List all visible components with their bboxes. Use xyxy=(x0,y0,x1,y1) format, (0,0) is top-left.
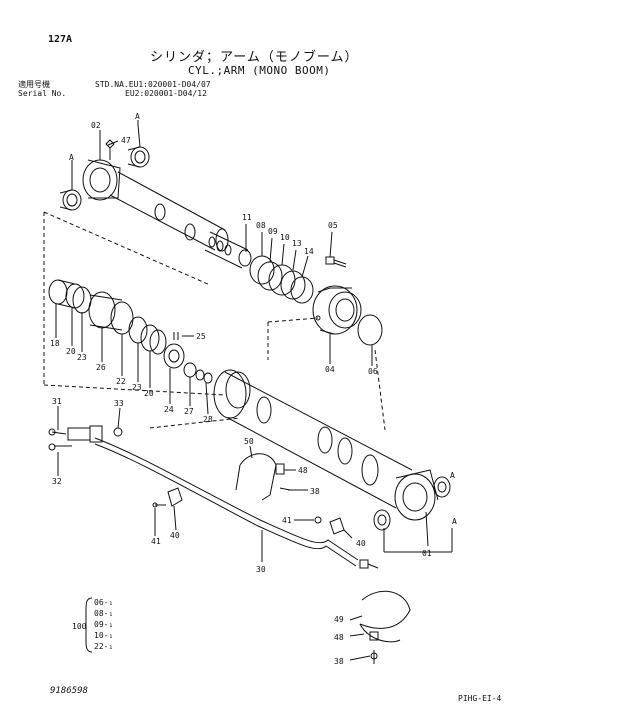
pipe-fitting-left xyxy=(48,425,123,451)
callout-33: 33 xyxy=(114,399,124,408)
title-japanese: シリンダ；アーム（モノブーム） xyxy=(150,50,359,65)
seal-kit-bracket xyxy=(85,597,93,653)
rod-eye-02 xyxy=(82,159,121,201)
seal-kit-item: 22-₁ xyxy=(94,642,114,651)
callout-23-b: 23 xyxy=(132,383,142,392)
callout-02: 02 xyxy=(91,121,101,130)
callout-09: 09 xyxy=(268,227,278,236)
callout-14: 14 xyxy=(304,247,314,256)
assembly-guide-lines xyxy=(43,211,386,431)
grease-pipe-30 xyxy=(94,437,359,567)
clamp-40-right xyxy=(314,516,345,535)
callout-50: 50 xyxy=(244,437,254,446)
callout-18: 18 xyxy=(50,339,60,348)
callout-06: 06 xyxy=(368,367,378,376)
callout-38-b: 38 xyxy=(334,657,344,666)
callout-a-1: A xyxy=(135,112,140,121)
callout-28: 28 xyxy=(203,415,213,424)
callout-40-b: 40 xyxy=(356,539,366,548)
callout-31: 31 xyxy=(52,397,62,406)
bolt-05 xyxy=(325,256,347,268)
seal-kit-number: 100 xyxy=(72,622,87,631)
piston-rod xyxy=(109,171,249,269)
callout-32: 32 xyxy=(52,477,62,486)
callout-13: 13 xyxy=(292,239,302,248)
page-number: 127A xyxy=(48,34,73,45)
callout-48-a: 48 xyxy=(298,466,308,475)
callout-01: 01 xyxy=(422,549,432,558)
callout-05: 05 xyxy=(328,221,338,230)
cylinder-tube-01 xyxy=(213,369,439,521)
callout-20-b: 20 xyxy=(144,389,154,398)
seal-kit-item: 08-₁ xyxy=(94,609,114,618)
grease-fitting-47 xyxy=(105,139,115,160)
callout-22: 22 xyxy=(116,377,126,386)
clamp-40-left xyxy=(152,487,183,508)
callout-41-b: 41 xyxy=(282,516,292,525)
callout-49: 49 xyxy=(334,615,344,624)
callout-24: 24 xyxy=(164,405,174,414)
bushing-lower-right xyxy=(433,476,451,498)
callout-23-a: 23 xyxy=(77,353,87,362)
callout-11: 11 xyxy=(242,213,252,222)
title-english: CYL.;ARM (MONO BOOM) xyxy=(188,64,331,77)
callout-a-2: A xyxy=(69,153,74,162)
callout-a-3: A xyxy=(450,471,455,480)
pipe-clamp-50 xyxy=(235,453,291,501)
applicable-label: 適用号機 xyxy=(18,80,50,89)
callout-20-a: 20 xyxy=(66,347,76,356)
applicable-value: STD.NA.EU1:020001-D04/07 xyxy=(95,80,211,89)
pipe-end-fitting xyxy=(359,559,379,569)
drawing-number: 9186598 xyxy=(50,686,88,696)
leader-lines xyxy=(55,124,429,661)
bushing-lower-left xyxy=(373,509,391,531)
callout-a-4: A xyxy=(452,517,457,526)
seal-kit-item: 10-₁ xyxy=(94,631,114,640)
seal-kit-item: 06-₁ xyxy=(94,598,114,607)
callout-08: 08 xyxy=(256,221,266,230)
section-a-marks xyxy=(71,120,453,553)
callout-47: 47 xyxy=(121,136,131,145)
callout-25: 25 xyxy=(196,332,206,341)
cylinder-head-04 xyxy=(312,285,362,335)
serial-label: Serial No. xyxy=(18,89,67,98)
page-code: PIHG-EI-4 xyxy=(458,694,502,703)
callout-38-a: 38 xyxy=(310,487,320,496)
piston-seal-parts xyxy=(48,279,213,384)
callout-30: 30 xyxy=(256,565,266,574)
bushing-upper-right xyxy=(127,146,150,168)
callout-04: 04 xyxy=(325,365,335,374)
seal-kit-item: 09-₁ xyxy=(94,620,114,629)
callout-27: 27 xyxy=(184,407,194,416)
callout-48-b: 48 xyxy=(334,633,344,642)
bushing-upper-left xyxy=(59,189,82,211)
serial-value: EU2:020001-D04/12 xyxy=(125,89,207,98)
lower-clamp-assembly xyxy=(359,590,411,664)
callout-10: 10 xyxy=(280,233,290,242)
o-ring-06 xyxy=(357,314,383,346)
callout-41-a: 41 xyxy=(151,537,161,546)
callout-40-a: 40 xyxy=(170,531,180,540)
callout-26: 26 xyxy=(96,363,106,372)
